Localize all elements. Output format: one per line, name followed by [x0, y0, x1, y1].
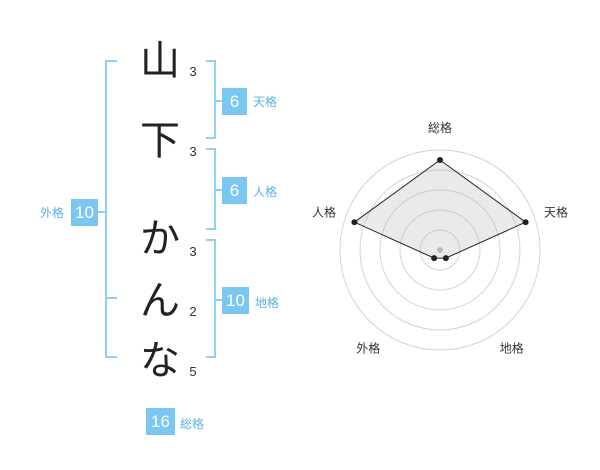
radar-ring-1 [419, 229, 461, 271]
radar-point-3 [442, 255, 449, 262]
radar-point-4 [431, 255, 438, 262]
chikaku-bracket [206, 239, 216, 358]
name-char-3: か [140, 216, 180, 262]
stroke-count-5: 5 [189, 364, 197, 379]
jinkaku-bracket [206, 148, 216, 230]
name-char-2: 下 [140, 118, 180, 164]
gaikaku-bracket [105, 60, 117, 358]
stroke-count-4: 2 [189, 304, 197, 319]
bracket-group [98, 60, 222, 358]
tenkaku-bracket [206, 60, 216, 139]
name-char-5: な [140, 338, 180, 384]
jinkaku-label: 人格 [253, 185, 278, 199]
radar-axis-label-3: 地格 [500, 341, 524, 356]
radar-axis-label-2: 天格 [544, 204, 568, 219]
name-char-4: ん [140, 278, 180, 324]
gaikaku-label: 外格 [40, 206, 65, 220]
stroke-count-3: 3 [189, 244, 197, 259]
radar-axis-label-1: 総格 [428, 120, 452, 135]
stroke-count-1: 3 [189, 64, 197, 79]
radar-center-dot [437, 247, 443, 253]
radar-ring-2 [399, 209, 481, 291]
radar-point-1 [437, 157, 443, 163]
gaikaku-badge: 10 [71, 199, 98, 226]
soukaku-badge: 16 [146, 408, 175, 435]
radar-ring-5 [339, 149, 541, 351]
tenkaku-label: 天格 [253, 95, 278, 109]
radar-ring-4 [359, 169, 521, 331]
tenkaku-badge: 6 [222, 88, 247, 115]
radar-ring-3 [379, 189, 501, 311]
radar-polygon [353, 159, 527, 259]
name-char-1: 山 [140, 38, 180, 84]
radar-axis-label-5: 人格 [312, 204, 336, 219]
radar-point-2 [522, 219, 529, 226]
stroke-count-2: 3 [189, 144, 197, 159]
chikaku-label: 地格 [255, 296, 280, 310]
chikaku-badge: 10 [222, 287, 249, 314]
radar-axis-label-4: 外格 [356, 341, 380, 356]
jinkaku-badge: 6 [222, 177, 247, 204]
soukaku-label: 総格 [180, 417, 205, 431]
radar-point-5 [351, 219, 358, 226]
